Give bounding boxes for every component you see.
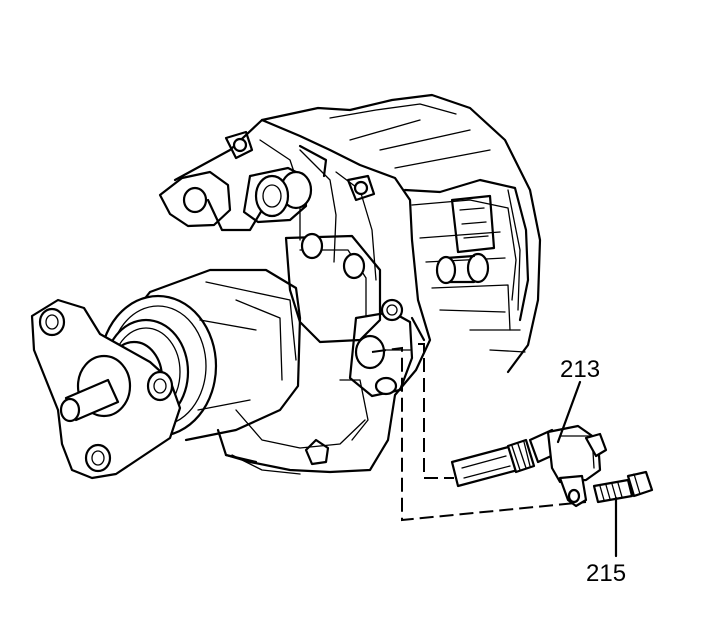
bell-housing <box>260 93 542 374</box>
callout-215: 215 <box>586 560 627 587</box>
callout-213: 213 <box>560 356 601 383</box>
sensor-callout-leader <box>556 380 582 444</box>
speed-sensor <box>450 424 608 508</box>
output-flange <box>30 298 182 480</box>
assembly-leader-lines <box>371 343 587 522</box>
sensor-bore <box>348 298 426 398</box>
retaining-bolt <box>592 470 654 504</box>
case-body <box>158 118 432 475</box>
